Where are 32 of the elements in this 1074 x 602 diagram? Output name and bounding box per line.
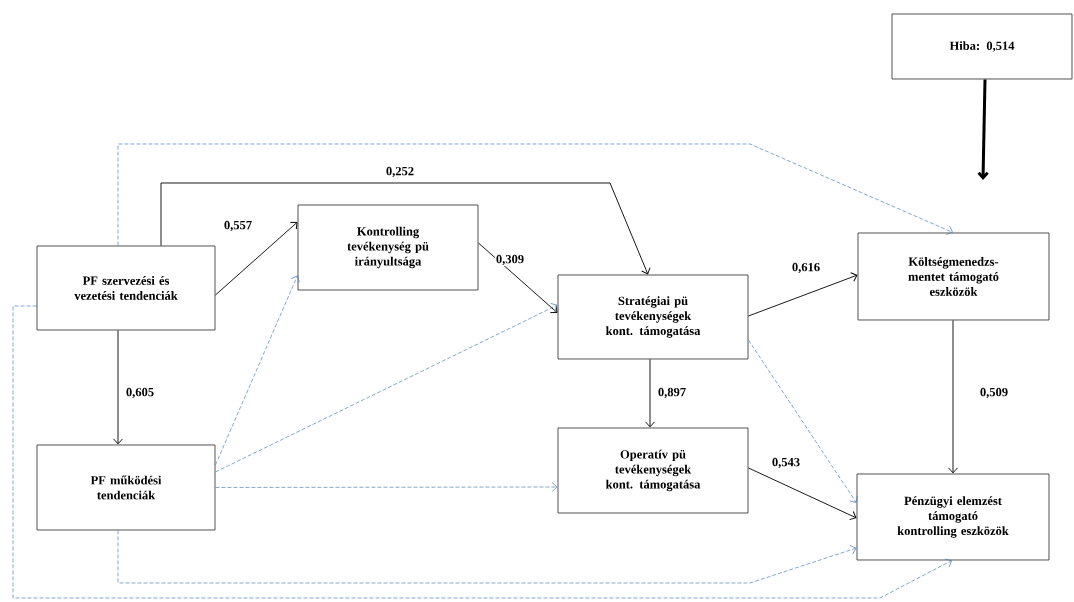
edge-label: 0,616 bbox=[790, 261, 822, 275]
edge-label: 0,543 bbox=[770, 456, 802, 470]
variable-box: Stratégiai pü tevékenységek kont. támogatása bbox=[557, 274, 749, 360]
arrow bbox=[117, 143, 953, 246]
variable-box: Kontrolling tevékenység pü irányultsága bbox=[297, 204, 479, 291]
variable-box: Költségmenedzs-mentet támogató eszközök bbox=[857, 232, 1050, 321]
edge-label: 0,309 bbox=[494, 253, 526, 267]
arrow bbox=[117, 530, 857, 584]
arrow bbox=[215, 482, 558, 492]
arrow bbox=[215, 275, 300, 466]
arrow bbox=[748, 467, 857, 521]
arrow bbox=[113, 330, 123, 445]
edge-label: 0,252 bbox=[384, 165, 416, 179]
arrow bbox=[948, 320, 958, 474]
edge-label: 0,557 bbox=[222, 219, 254, 233]
arrow bbox=[12, 305, 952, 599]
arrow bbox=[478, 242, 558, 314]
variable-box: PF működési tendenciák bbox=[36, 444, 216, 531]
variable-box: PF szervezési és vezetési tendenciák bbox=[36, 245, 216, 331]
arrow bbox=[977, 79, 989, 180]
arrow bbox=[645, 359, 655, 428]
arrow bbox=[748, 272, 858, 317]
arrow bbox=[215, 221, 298, 296]
variable-box: Operatív pü tevékenységek kont. támogatása bbox=[557, 427, 749, 514]
arrow bbox=[160, 182, 651, 275]
arrow bbox=[215, 303, 558, 473]
variable-box: Pénzügyi elemzést támogató kontrolling eszközök bbox=[856, 473, 1050, 561]
edge-label: 0,509 bbox=[978, 386, 1010, 400]
error-box: Hiba: 0,514 bbox=[891, 13, 1073, 80]
edge-label: 0,605 bbox=[124, 386, 156, 400]
arrow bbox=[748, 339, 858, 503]
edge-label: 0,897 bbox=[656, 386, 688, 400]
